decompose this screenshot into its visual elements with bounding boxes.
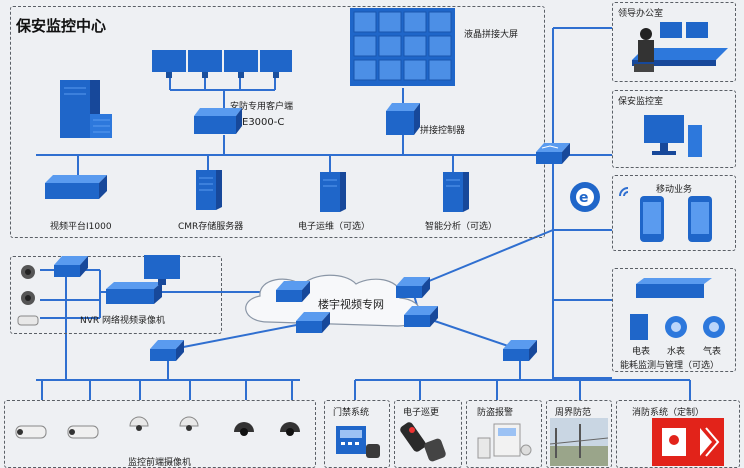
switch-cloud-right-icon bbox=[396, 277, 430, 298]
access-control-icon bbox=[336, 426, 380, 458]
perimeter-photo-icon bbox=[550, 418, 608, 466]
switch-cameras-icon bbox=[150, 340, 184, 361]
subsystem-access-label: 门禁系统 bbox=[333, 408, 370, 418]
analysis-server-icon bbox=[443, 172, 469, 212]
wifi-icon bbox=[619, 187, 629, 197]
switch-cloud-lower-right-icon bbox=[404, 306, 438, 327]
patrol-device-icon bbox=[400, 422, 446, 462]
cmr-storage-icon bbox=[196, 170, 222, 210]
security-room-label: 保安监控室 bbox=[618, 97, 664, 107]
switch-nvr-icon bbox=[54, 256, 88, 277]
splice-controller-icon bbox=[386, 103, 420, 135]
nvr-monitor-icon bbox=[144, 255, 180, 285]
nvr-cameras-icon bbox=[17, 265, 39, 326]
ops-server-icon bbox=[320, 172, 346, 212]
switch-cloud-lower-left-icon bbox=[296, 312, 330, 333]
switch-cloud-left-icon bbox=[276, 281, 310, 302]
leader-office-label: 领导办公室 bbox=[618, 9, 664, 19]
front-cameras-icon bbox=[15, 416, 300, 439]
client-label: 安防专用客户端 bbox=[230, 102, 294, 112]
switch-center-icon bbox=[536, 143, 570, 164]
meter-water-label: 水表 bbox=[667, 347, 686, 357]
fire-alarm-icon bbox=[652, 418, 724, 466]
energy-device-icon bbox=[636, 278, 712, 298]
internet-globe-icon: e bbox=[570, 182, 600, 212]
nvr-box bbox=[10, 256, 222, 334]
mobile-phones-icon bbox=[640, 196, 712, 242]
meter-electric-label: 电表 bbox=[632, 347, 651, 357]
leader-desk-icon bbox=[632, 22, 728, 72]
subsystem-alarm-label: 防盗报警 bbox=[477, 408, 514, 418]
switch-subsystems-icon bbox=[503, 340, 537, 361]
video-wall-icon bbox=[350, 8, 455, 86]
splice-controller-label: 拼接控制器 bbox=[420, 126, 466, 136]
mobile-label: 移动业务 bbox=[656, 185, 693, 195]
network-cloud-label: 楼宇视频专网 bbox=[318, 298, 384, 311]
leader-office-box bbox=[612, 2, 736, 82]
security-room-box bbox=[612, 90, 736, 168]
security-center-title: 保安监控中心 bbox=[16, 17, 107, 35]
ops-label: 电子运维（可选） bbox=[298, 222, 371, 232]
analysis-label: 智能分析（可选） bbox=[425, 222, 498, 232]
energy-title: 能耗监测与管理（可选） bbox=[620, 361, 720, 371]
video-platform-label: 视频平台I1000 bbox=[50, 222, 112, 232]
svg-text:e: e bbox=[579, 190, 589, 206]
subsystem-perimeter-label: 周界防范 bbox=[555, 408, 592, 418]
nvr-label: NVR 网络视频录像机 bbox=[80, 316, 166, 326]
device-model-label: E3000-C bbox=[242, 117, 285, 128]
nvr-device-icon bbox=[106, 282, 162, 304]
security-room-monitor-icon bbox=[644, 115, 702, 157]
security-center-box bbox=[10, 6, 545, 238]
video-platform-icon bbox=[45, 175, 107, 199]
alarm-panel-icon bbox=[477, 423, 532, 459]
subsystem-patrol-label: 电子巡更 bbox=[403, 408, 440, 418]
meter-gas-label: 气表 bbox=[703, 347, 722, 357]
energy-box bbox=[612, 268, 736, 372]
front-cameras-label: 监控前端摄像机 bbox=[128, 458, 192, 468]
server-tower-icon bbox=[60, 80, 112, 138]
video-wall-label: 液晶拼接大屏 bbox=[464, 30, 519, 40]
cmr-storage-label: CMR存储服务器 bbox=[178, 222, 244, 232]
meters-icon bbox=[630, 314, 725, 340]
subsystem-fire-label: 消防系统（定制） bbox=[632, 408, 705, 418]
mobile-box bbox=[612, 175, 736, 251]
e3000-device-icon bbox=[194, 108, 242, 134]
client-monitors-icon bbox=[152, 50, 292, 78]
